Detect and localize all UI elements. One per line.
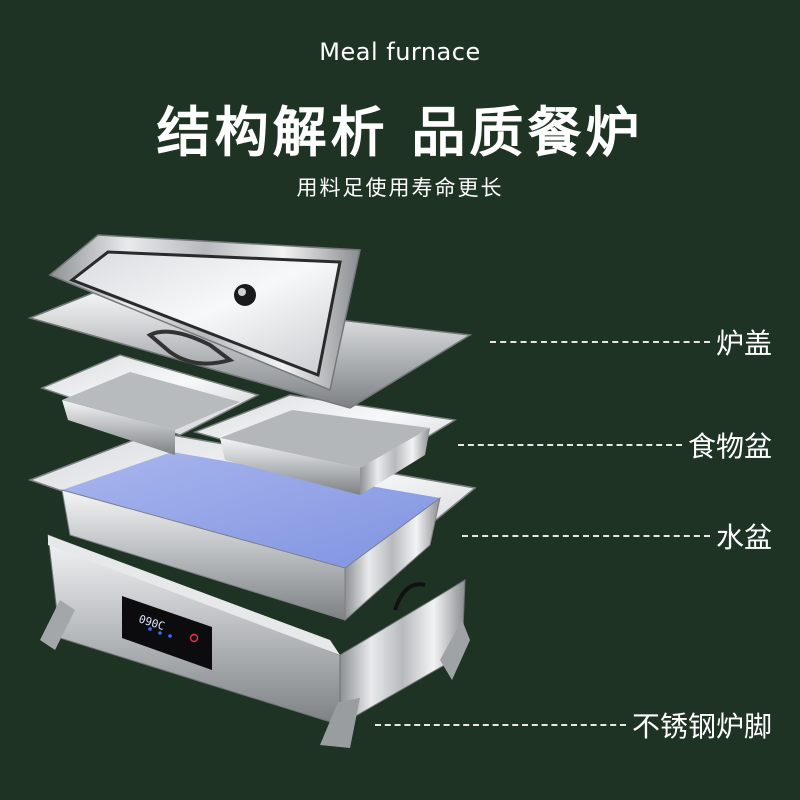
main-title: 结构解析 品质餐炉 — [156, 101, 644, 164]
callout-lid: 炉盖 — [490, 322, 772, 362]
dashed-leader-line — [458, 444, 682, 446]
power-icon — [189, 633, 199, 643]
callout-water-pan: 水盆 — [462, 516, 772, 556]
dashed-leader-line — [462, 535, 710, 537]
callout-label-food-pan: 食物盆 — [687, 430, 772, 463]
callout-stand: 不锈钢炉脚 — [375, 705, 772, 745]
dashed-leader-line — [490, 341, 710, 343]
callout-food-pan: 食物盆 — [458, 425, 772, 465]
callout-label-water-pan: 水盆 — [715, 521, 772, 554]
dashed-leader-line — [375, 724, 626, 726]
subtitle: 用料足使用寿命更长 — [296, 176, 504, 200]
lid — [27, 234, 473, 409]
food-pans — [40, 354, 458, 495]
stainless-stand: 090C — [40, 534, 470, 748]
english-title: Meal furnace — [319, 38, 481, 66]
callout-label-stand: 不锈钢炉脚 — [631, 710, 772, 743]
control-panel: 090C — [122, 596, 212, 670]
lid-knob-icon — [234, 284, 256, 306]
callout-label-lid: 炉盖 — [715, 327, 772, 360]
